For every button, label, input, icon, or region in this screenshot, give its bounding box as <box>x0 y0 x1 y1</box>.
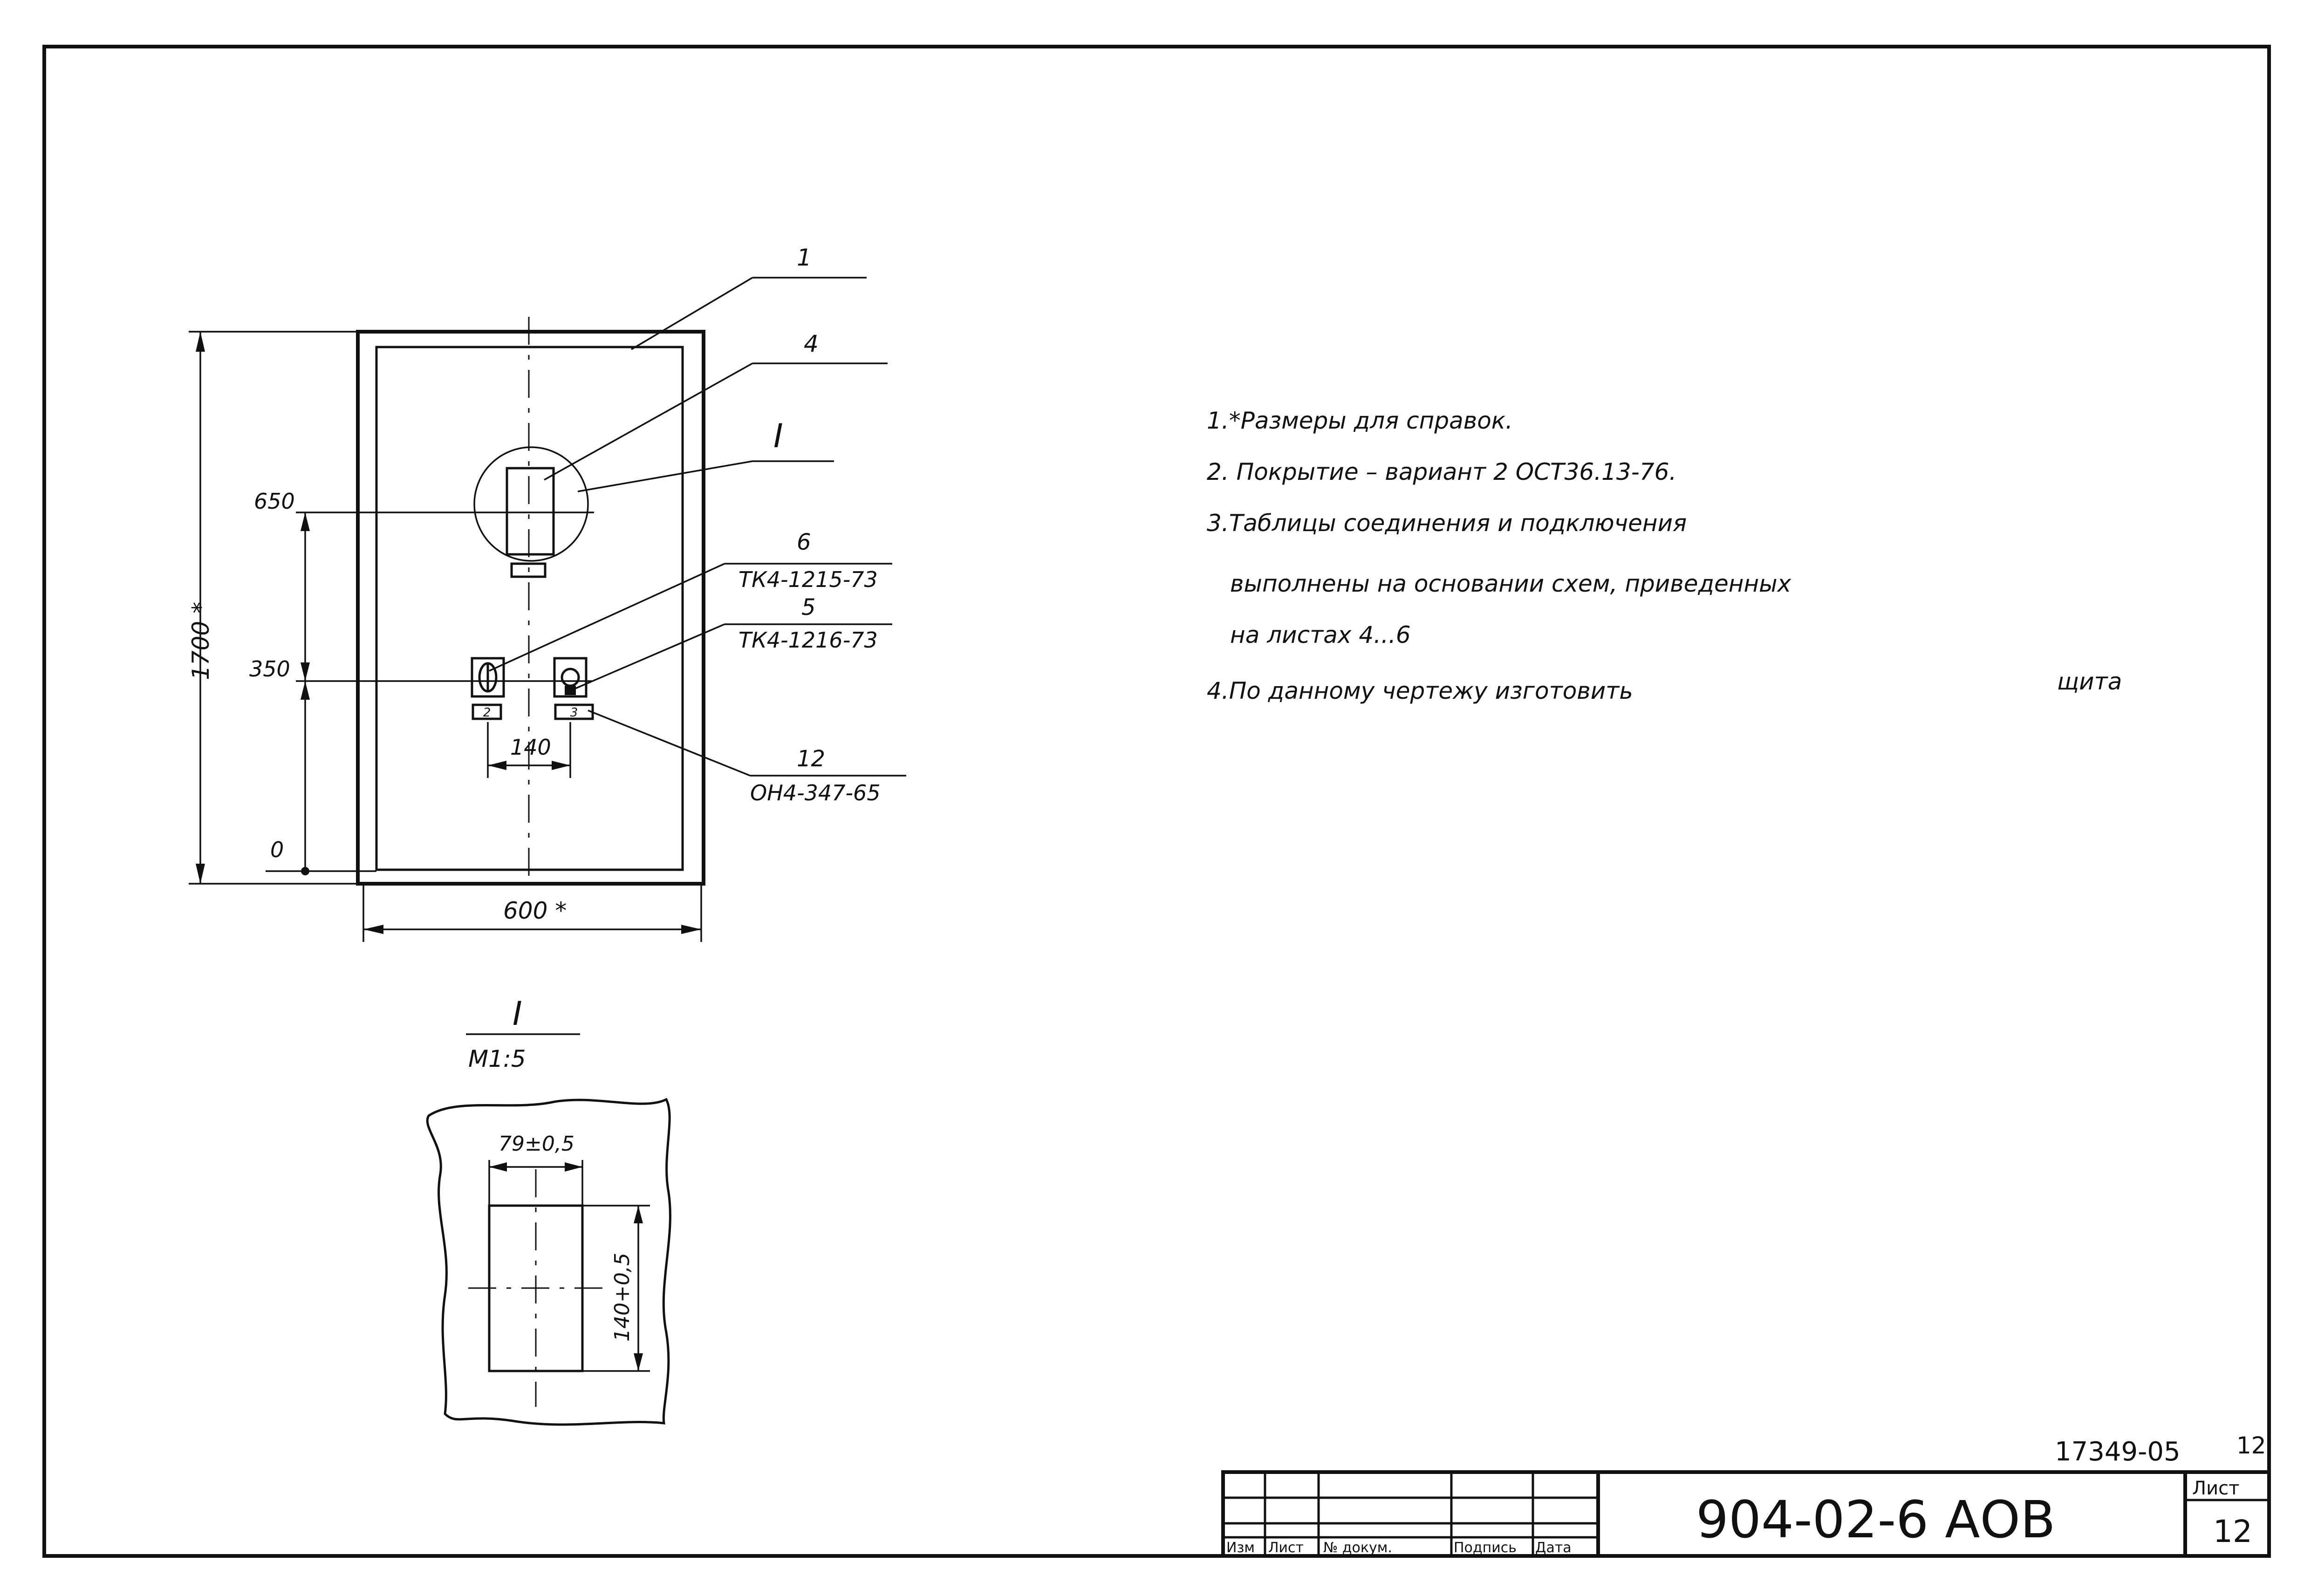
archive-number: 17349-05 <box>2055 1437 2181 1467</box>
note-1: 1.*Размеры для справок. <box>1207 407 1513 434</box>
device-6 <box>471 657 505 698</box>
leader-12 <box>588 709 751 777</box>
tb-header-date: Дата <box>1535 1540 1572 1556</box>
note-4-tail: щита <box>2057 668 2122 695</box>
height-dimension: 1700 * <box>187 602 214 680</box>
level-arrow-350-up <box>301 681 310 700</box>
document-code: 904-02-6 АОВ <box>1696 1490 2056 1549</box>
device-6-plate <box>472 703 502 720</box>
width-arrow-left <box>363 925 383 934</box>
height-arrow-bottom <box>196 864 205 884</box>
level-0-label: 0 <box>270 837 284 862</box>
panel-outer-frame <box>356 330 705 886</box>
leader-4 <box>544 362 753 481</box>
panel-label-2: 2 <box>483 706 491 720</box>
corner-mark: 12 <box>2236 1432 2266 1459</box>
spacing-arrow-right <box>552 761 570 770</box>
note-4: 4.По данному чертежу изготовить <box>1207 677 1633 704</box>
device-4-plate <box>510 562 547 578</box>
leader-I <box>577 460 753 492</box>
device-5 <box>553 657 588 698</box>
callout-I: I <box>773 417 783 455</box>
detail-title: I <box>513 995 522 1033</box>
device-4 <box>506 467 555 556</box>
sheet-label: Лист <box>2192 1478 2239 1499</box>
callout-6-code: ТК4-1215-73 <box>738 567 878 592</box>
detail-width-arrow-right <box>565 1162 582 1172</box>
level-650-label: 650 <box>254 489 295 514</box>
spacing-dimension: 140 <box>510 735 551 760</box>
sheet-number: 12 <box>2213 1514 2252 1549</box>
device-5-lamp <box>561 668 580 687</box>
spacing-arrow-left <box>488 761 506 770</box>
notes: 1.*Размеры для справок. 2. Покрытие – ва… <box>1207 407 2122 704</box>
callout-1: 1 <box>797 244 812 271</box>
tb-header-doc: № докум. <box>1323 1540 1392 1556</box>
leader-1 <box>631 277 753 350</box>
level-arrow-350-down <box>301 662 310 681</box>
note-2: 2. Покрытие – вариант 2 ОСТ36.13-76. <box>1207 458 1676 485</box>
tb-header-izm: Изм <box>1226 1540 1255 1556</box>
detail-view: I М1:5 79±0,5 140+0,5 <box>426 995 671 1426</box>
detail-height-dimension: 140+0,5 <box>610 1253 634 1342</box>
detail-scale: М1:5 <box>468 1045 526 1072</box>
level-arrow-650 <box>301 512 310 531</box>
panel-label-3: 3 <box>570 706 578 720</box>
leader-6 <box>489 563 725 672</box>
device-5-base <box>565 686 576 695</box>
note-3-cont-2: на листах 4...6 <box>1230 621 1411 648</box>
title-block-frame <box>1221 1470 2271 1558</box>
callout-6: 6 <box>797 529 811 555</box>
detail-height-arrow-bottom <box>634 1353 643 1371</box>
detail-breakout-boundary <box>426 1098 671 1426</box>
tb-header-list: Лист <box>1268 1540 1304 1556</box>
callouts: 1 4 I 6 ТК4-1215-73 5 ТК4-1216-73 12 ОН4… <box>489 244 906 805</box>
dimensions: 1700 * 650 350 0 140 600 * <box>187 331 702 942</box>
callout-5-code: ТК4-1216-73 <box>738 627 878 653</box>
width-dimension: 600 * <box>503 897 567 924</box>
tb-header-sign: Подпись <box>1454 1540 1517 1556</box>
note-3-cont: выполнены на основании схем, приведенных <box>1230 570 1791 597</box>
level-350-label: 350 <box>249 656 290 682</box>
sheet-border <box>42 45 2271 1558</box>
detail-circle <box>473 446 589 562</box>
detail-height-arrow-top <box>634 1206 643 1223</box>
note-3: 3.Таблицы соединения и подключения <box>1207 510 1687 537</box>
callout-12-code: ОН4-347-65 <box>750 780 881 805</box>
detail-width-dimension: 79±0,5 <box>499 1132 574 1156</box>
callout-5: 5 <box>801 594 816 621</box>
leader-5 <box>573 623 725 690</box>
title-block: 17349-05 12 Изм Лист № докум. Подпись Да… <box>1221 1432 2271 1558</box>
callout-4: 4 <box>804 330 819 357</box>
panel-view: 2 3 <box>296 317 705 886</box>
width-arrow-right <box>681 925 701 934</box>
detail-width-arrow-left <box>489 1162 507 1172</box>
height-arrow-top <box>196 332 205 352</box>
callout-12: 12 <box>797 746 825 772</box>
